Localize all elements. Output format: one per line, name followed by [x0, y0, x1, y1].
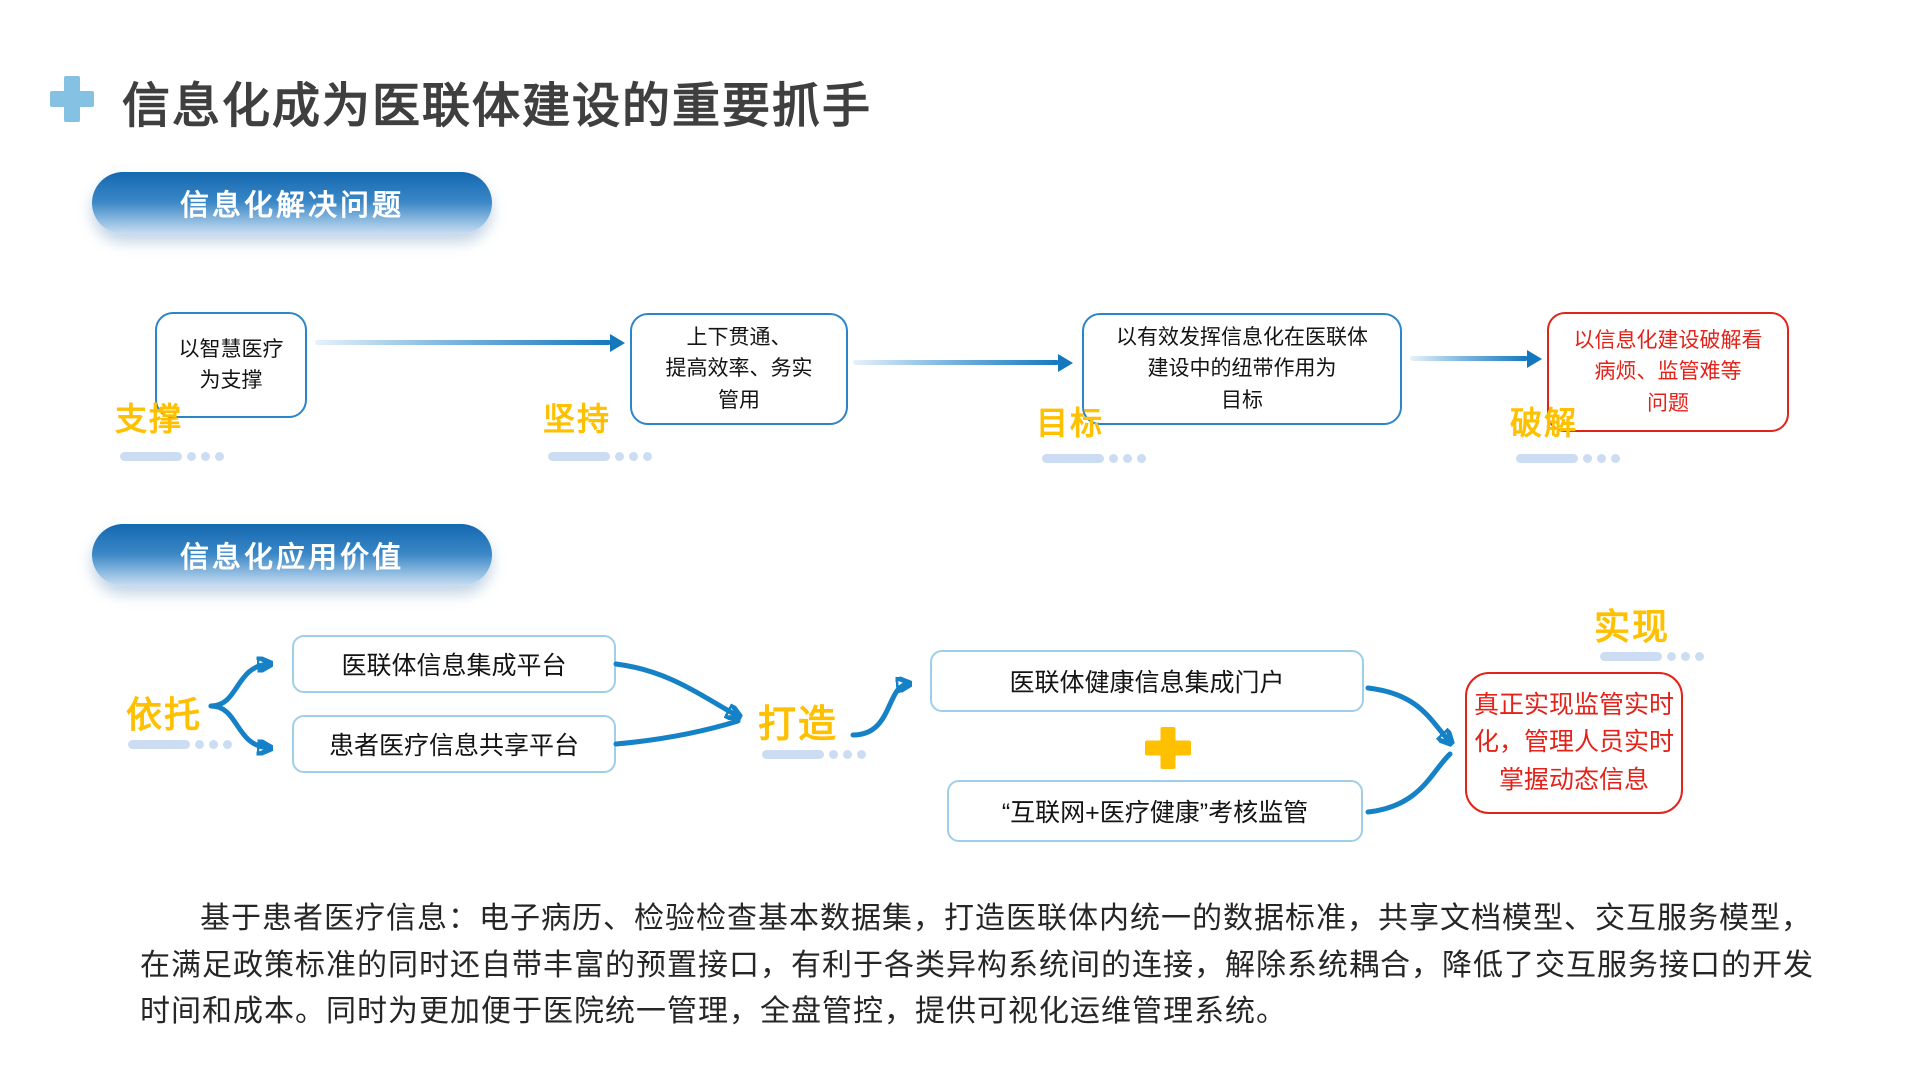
step-label-goal: 目标 [1036, 405, 1105, 441]
label-achieve: 实现 [1594, 606, 1671, 647]
label-rely: 依托 [126, 694, 203, 735]
banner-problems: 信息化解决问题 [92, 172, 492, 234]
branch-arrows [208, 638, 295, 773]
box-sharing-platform: 患者医疗信息共享平台 [292, 715, 616, 773]
deco-underline [548, 452, 652, 461]
converge-arrows-build [613, 661, 762, 747]
box-health-portal: 医联体健康信息集成门户 [930, 650, 1364, 712]
label-build: 打造 [758, 704, 839, 746]
deco-underline [762, 750, 866, 759]
banner-value: 信息化应用价值 [92, 524, 492, 586]
deco-underline [1042, 454, 1146, 463]
flow-arrow-3 [1410, 356, 1528, 361]
deco-underline [120, 452, 224, 461]
page-title: 信息化成为医联体建设的重要抓手 [122, 80, 873, 133]
plus-icon [50, 76, 94, 122]
arrow-build-portal [850, 658, 933, 738]
flow-arrow-1 [315, 340, 611, 345]
step-label-support: 支撑 [115, 401, 184, 437]
flow-arrow-2 [853, 360, 1059, 365]
deco-underline [128, 740, 232, 749]
box-internet-supervision: “互联网+医疗健康”考核监管 [947, 780, 1363, 842]
box-goal: 以有效发挥信息化在医联体建设中的纽带作用为目标 [1082, 313, 1402, 425]
footer-paragraph: 基于患者医疗信息：电子病历、检验检查基本数据集，打造医联体内统一的数据标准，共享… [140, 902, 1814, 1028]
box-efficiency: 上下贯通、提高效率、务实管用 [630, 313, 848, 425]
box-smart-medical: 以智慧医疗为支撑 [155, 312, 307, 418]
converge-arrows-achieve [1365, 685, 1466, 815]
plus-joiner-icon [1145, 727, 1191, 769]
step-label-crack: 破解 [1510, 405, 1579, 441]
deco-underline [1600, 652, 1704, 661]
deco-underline [1516, 454, 1620, 463]
box-realtime-supervision: 真正实现监管实时化，管理人员实时掌握动态信息 [1465, 672, 1683, 814]
step-label-persist: 坚持 [543, 401, 612, 437]
box-integration-platform: 医联体信息集成平台 [292, 635, 616, 693]
box-crack-problems: 以信息化建设破解看病烦、监管难等问题 [1547, 312, 1789, 432]
